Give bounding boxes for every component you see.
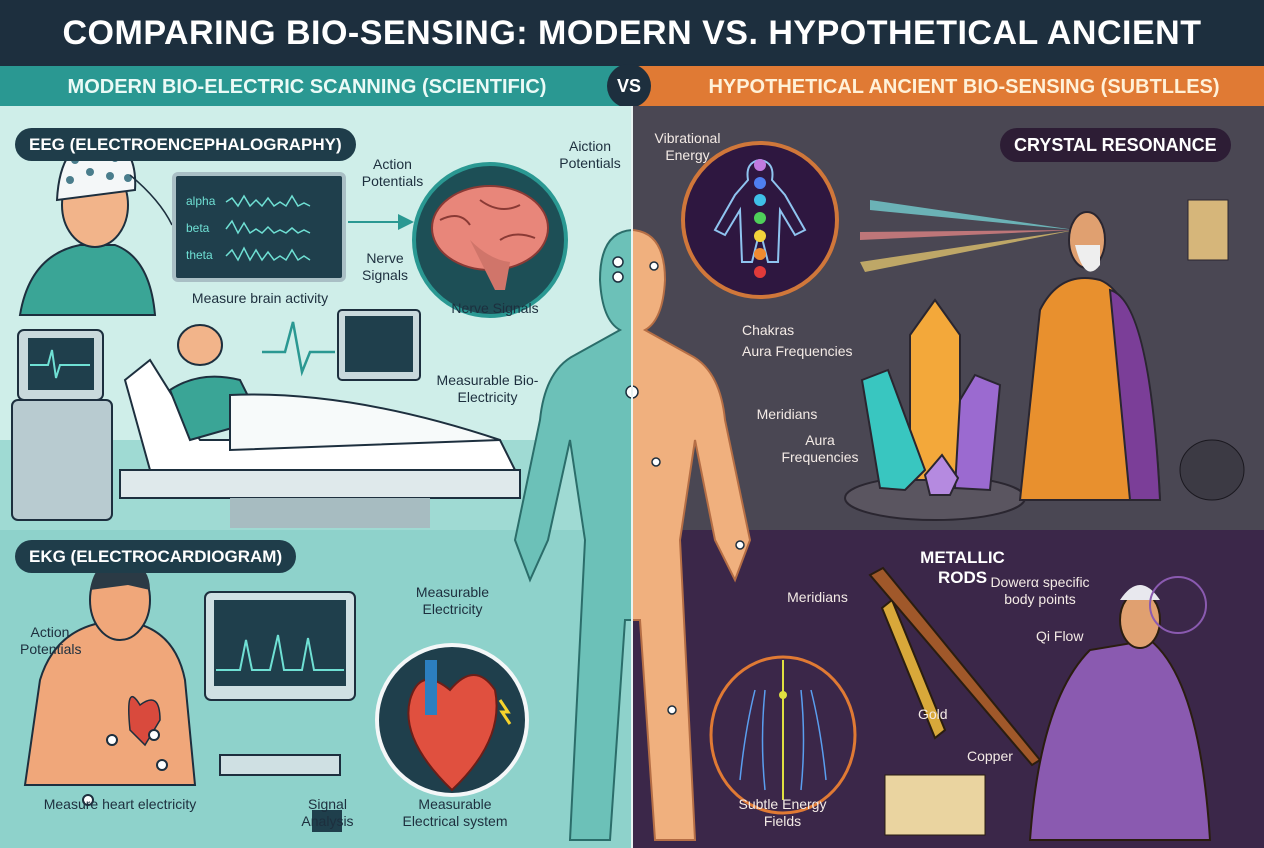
label-measurable-electrical-system: Measurable Electrical system [402, 796, 508, 829]
vs-badge: VS [607, 64, 651, 108]
label-signal-analysis: Signal Analysis [301, 796, 354, 829]
label-vibrational-energy: Vibrational Energy [654, 130, 721, 163]
label-nerve-signals: Nerve Signals [451, 300, 539, 316]
chakra-illustration [681, 141, 839, 299]
eeg-monitor: alpha beta theta [172, 172, 346, 282]
eeg-patient-illustration [18, 136, 173, 316]
metallic-rods-illustration [868, 566, 1212, 841]
label-gold: Gold [918, 706, 948, 722]
label-measurable-electricity: Measurable Electricity [415, 584, 490, 617]
modern-section-header: MODERN BIO-ELECTRIC SCANNING (SCIENTIFIC… [0, 66, 634, 106]
label-qi-flow: Qi Flow [1036, 628, 1084, 644]
eeg-title-pill: EEG (ELECTROENCEPHALOGRAPHY) [15, 128, 356, 161]
eeg-caption: Measure brain activity [191, 290, 329, 306]
ekg-patient-illustration [23, 559, 197, 806]
crystal-elder-illustration [1018, 199, 1245, 501]
ancient-section-header: HYPOTHETICAL ANCIENT BIO-SENSING (SUBTLL… [634, 66, 1264, 106]
label-aura-frequencies: Aura Frequencies [742, 343, 853, 359]
light-beams [860, 200, 1075, 272]
label-subtle-energy-fields: Subtle Energy Fields [738, 796, 827, 829]
label-aiction-potentials: Aiction Potentials [559, 138, 621, 171]
meridian-illustration [709, 655, 857, 815]
label-chakras: Chakras [742, 322, 795, 338]
heart-illustration [375, 643, 529, 797]
label-aura-frequencies-2: Aura Frequencies [781, 432, 859, 465]
ekg-caption: Measure heart electricity [43, 796, 197, 812]
label-copper: Copper [967, 748, 1013, 764]
section-divider [631, 106, 633, 848]
metallic-rods-title: METALLIC RODS [920, 548, 1005, 587]
eeg-wave-theta: theta [186, 248, 213, 262]
brain-illustration [412, 162, 568, 318]
eeg-wave-lines [225, 194, 311, 262]
label-meridians: Meridians [756, 406, 818, 422]
label-measurable-bio-electricity: Measurable Bio-Electricity [436, 372, 539, 405]
page-title: COMPARING BIO-SENSING: MODERN VS. HYPOTH… [0, 0, 1264, 66]
crystal-resonance-pill: CRYSTAL RESONANCE [1000, 128, 1231, 162]
label-nerve-signals-side: Nerve Signals [362, 250, 408, 283]
label-dowse-body-points: Dowerα specific body points [990, 574, 1090, 607]
eeg-wave-alpha: alpha [186, 194, 216, 208]
crystals-illustration [844, 298, 1026, 521]
label-ekg-action-potentials: Action Potentials [20, 624, 82, 657]
ekg-monitor-illustration [204, 591, 356, 832]
ekg-title-pill: EKG (ELECTROCARDIOGRAM) [15, 540, 297, 573]
hospital-bed-illustration [11, 309, 521, 528]
label-rods-meridians: Meridians [787, 589, 848, 605]
label-action-potentials: Action Potentials [361, 156, 424, 189]
eeg-wave-beta: beta [186, 221, 210, 235]
